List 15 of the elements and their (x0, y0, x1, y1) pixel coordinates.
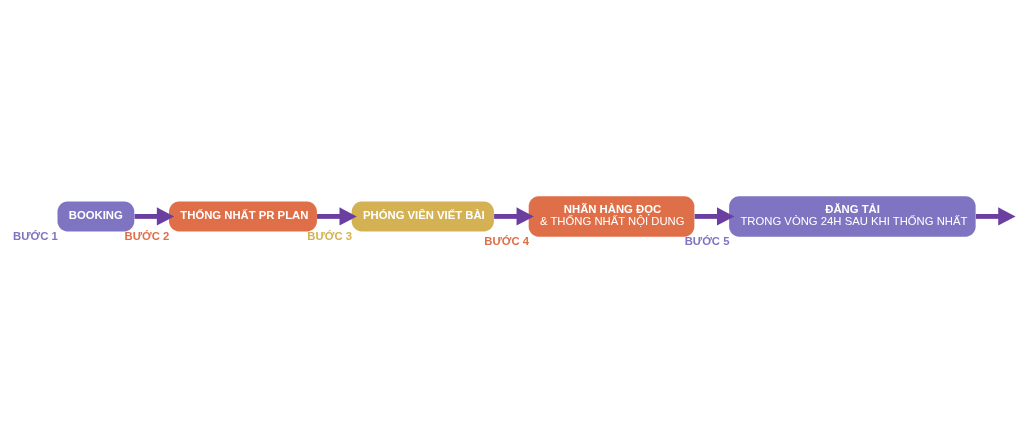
node-label: BƯỚC 4 (484, 234, 529, 247)
node-box: ĐĂNG TẢI TRONG VÒNG 24H SAU KHI THỐNG NHẤT (729, 195, 976, 237)
node-box: NHÃN HÀNG ĐỌC & THỐNG NHẤT NỘI DUNG (528, 195, 695, 237)
node-label: BƯỚC 1 (13, 229, 58, 242)
arrow (694, 206, 735, 226)
node-label: BƯỚC 5 (684, 234, 730, 247)
node-box: BOOKING (57, 201, 135, 231)
node-box: PHÓNG VIÊN VIẾT BÀI (351, 201, 494, 231)
arrow (494, 206, 534, 226)
arrow (975, 206, 1016, 226)
arrow (134, 206, 175, 226)
arrow (317, 206, 357, 226)
node-box: THỐNG NHẤT PR PLAN (169, 201, 317, 231)
node-label: BƯỚC 3 (307, 229, 352, 242)
node-label: BƯỚC 2 (124, 229, 170, 242)
